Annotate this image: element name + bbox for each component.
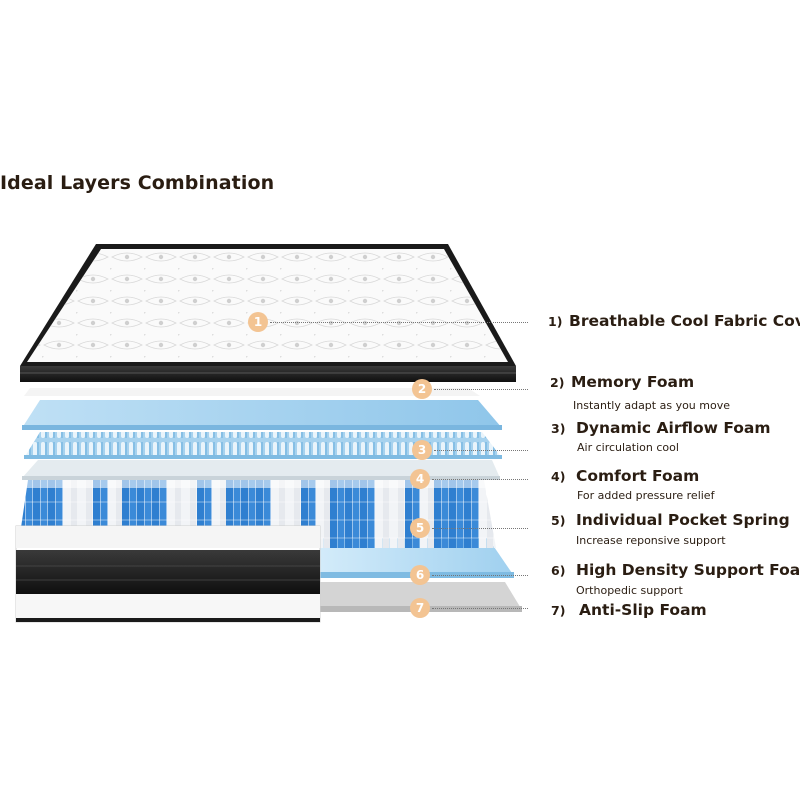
layer-number-2: 2): [550, 375, 565, 390]
layer-description-3: Air circulation cool: [577, 441, 679, 454]
layer-description-6: Orthopedic support: [576, 584, 683, 597]
leader-line-4: [432, 479, 528, 480]
layer-number-7: 7): [551, 603, 566, 618]
leader-line-3: [434, 450, 528, 451]
layer-number-4: 4): [551, 469, 566, 484]
layer-marker-6: 6: [410, 565, 430, 585]
layer-marker-4: 4: [410, 469, 430, 489]
layer-name-2: Memory Foam: [571, 373, 695, 391]
layer-name-3: Dynamic Airflow Foam: [576, 419, 771, 437]
airflow-foam-layer: [24, 432, 502, 459]
layer-marker-7: 7: [410, 598, 430, 618]
leader-line-1: [270, 322, 528, 323]
layer-name-6: High Density Support Foam: [576, 561, 800, 579]
layer-description-5: Increase reponsive support: [576, 534, 726, 547]
fabric-cover-layer: [20, 244, 516, 382]
page-title: Ideal Layers Combination: [0, 172, 275, 194]
base-encasement: [15, 525, 321, 623]
leader-line-6: [432, 575, 528, 576]
leader-line-2: [434, 389, 528, 390]
layer-marker-5: 5: [410, 518, 430, 538]
memory-foam-layer: [22, 388, 502, 430]
layer-name-5: Individual Pocket Spring: [576, 511, 790, 529]
layer-name-4: Comfort Foam: [576, 467, 700, 485]
leader-line-5: [432, 528, 528, 529]
layer-number-6: 6): [551, 563, 566, 578]
layer-marker-2: 2: [412, 379, 432, 399]
layer-name-1: Breathable Cool Fabric Cover: [569, 312, 800, 330]
layer-number-1: 1): [548, 314, 563, 329]
layer-marker-3: 3: [412, 440, 432, 460]
comfort-foam-layer: [22, 460, 500, 480]
layer-marker-1: 1: [248, 312, 268, 332]
leader-line-7: [432, 608, 528, 609]
layer-description-2: Instantly adapt as you move: [573, 399, 731, 412]
layer-description-4: For added pressure relief: [577, 489, 715, 502]
layer-number-3: 3): [551, 421, 566, 436]
layer-name-7: Anti-Slip Foam: [579, 601, 707, 619]
layer-number-5: 5): [551, 513, 566, 528]
